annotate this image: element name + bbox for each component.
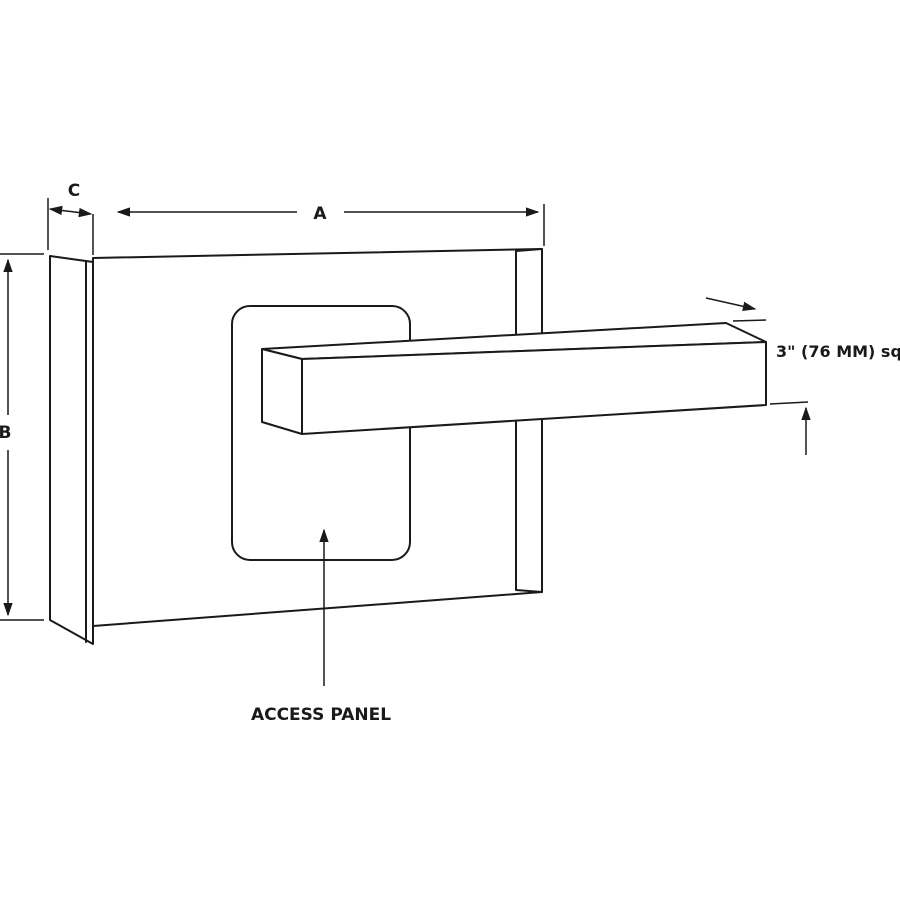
dimension-arm-size: 3" (76 MM) sq. <box>705 297 900 455</box>
dimension-a-label: A <box>313 204 327 224</box>
arm-end-face <box>261 348 303 435</box>
plate-left-edge <box>49 255 94 645</box>
dimension-c: C <box>47 181 94 255</box>
dimension-b: B <box>0 253 44 621</box>
arm-size-label: 3" (76 MM) sq. <box>776 342 900 361</box>
arm-front-face <box>301 341 767 435</box>
arm <box>261 322 767 435</box>
dimension-b-label: B <box>0 423 11 443</box>
access-panel-callout: ACCESS PANEL <box>251 528 391 725</box>
dimension-c-label: C <box>68 181 80 201</box>
dimension-a: A <box>116 204 545 246</box>
access-panel-label: ACCESS PANEL <box>251 705 391 725</box>
